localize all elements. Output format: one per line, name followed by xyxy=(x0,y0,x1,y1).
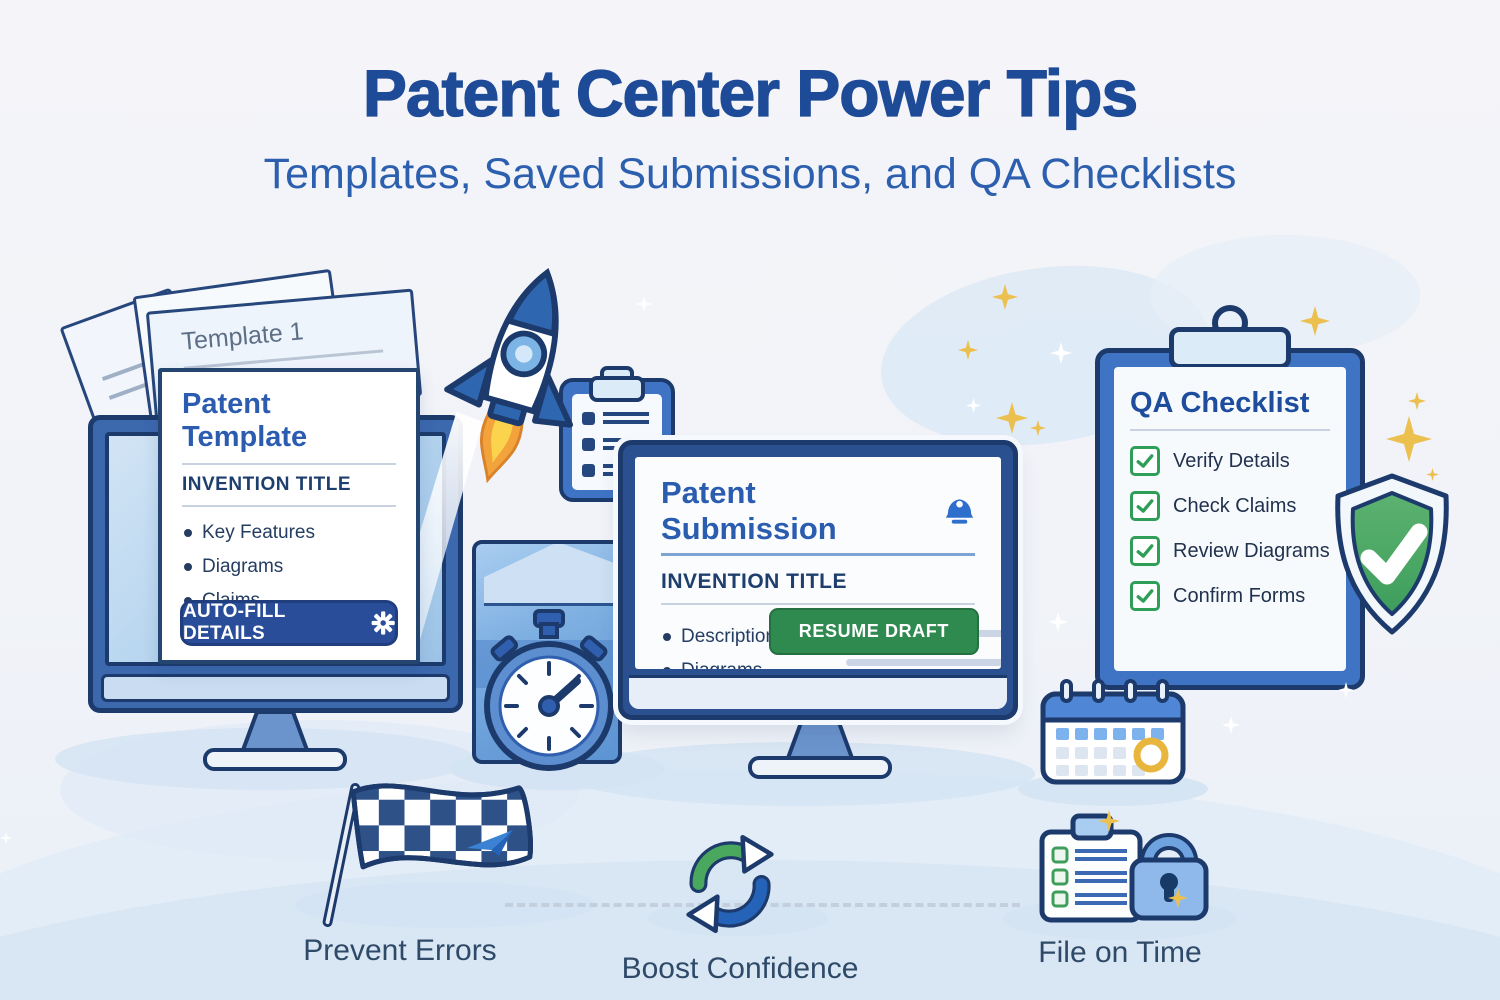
shield-check-icon xyxy=(1335,473,1449,635)
submission-bullet-list: Description Diagrams Claims xyxy=(661,620,846,669)
heading-underline xyxy=(661,553,975,556)
qa-item: Check Claims xyxy=(1130,491,1330,521)
monitor-stand xyxy=(203,710,347,771)
resume-draft-button[interactable]: RESUME DRAFT xyxy=(768,608,979,655)
benefit-label-file-on-time: File on Time xyxy=(1038,936,1202,969)
sparkle-icon xyxy=(1222,716,1240,734)
check-icon xyxy=(1136,544,1154,558)
monitor-chin xyxy=(101,674,450,702)
sparkle-icon xyxy=(1408,392,1426,410)
qa-item-label: Confirm Forms xyxy=(1173,584,1306,607)
benefit-label-boost-confidence: Boost Confidence xyxy=(621,952,859,985)
submission-screen: Patent Submission INVENTION TITLE Descri… xyxy=(635,457,1001,669)
check-icon xyxy=(1136,589,1154,603)
template-card-heading: Patent Template xyxy=(182,388,308,453)
checkbox-checked[interactable] xyxy=(1130,536,1160,566)
checkbox-checked[interactable] xyxy=(1130,446,1160,476)
check-icon xyxy=(1136,454,1154,468)
rocket-icon xyxy=(444,268,574,484)
stopwatch-icon xyxy=(484,609,614,771)
bullet-item: Key Features xyxy=(182,516,396,550)
refresh-arrows-icon xyxy=(686,834,774,934)
page-title: Patent Center Power Tips xyxy=(362,55,1139,130)
qa-item: Review Diagrams xyxy=(1130,536,1330,566)
clipboard-clip xyxy=(1169,327,1291,369)
patent-template-card: Patent Template INVENTION TITLE Key Feat… xyxy=(158,368,420,664)
divider xyxy=(1130,429,1330,431)
qa-item: Verify Details xyxy=(1130,446,1330,476)
auto-fill-details-button[interactable]: AUTO-FILL DETAILS xyxy=(180,600,398,646)
submission-heading: Patent Submission xyxy=(661,475,837,546)
monitor-stand xyxy=(748,718,892,779)
submission-monitor: Patent Submission INVENTION TITLE Descri… xyxy=(618,440,1018,720)
qa-paper: QA Checklist Verify Details Check Claims… xyxy=(1114,367,1346,671)
qa-item: Confirm Forms xyxy=(1130,581,1330,611)
qa-clipboard: QA Checklist Verify Details Check Claims… xyxy=(1095,305,1365,690)
sparkle-icon xyxy=(0,832,12,844)
checklist-lock-icon xyxy=(1039,813,1209,923)
folder-flap xyxy=(484,544,618,606)
monitor-chin xyxy=(629,675,1007,709)
bullet-item: Diagrams xyxy=(661,654,846,669)
paper-dart-icon xyxy=(467,830,513,856)
qa-item-label: Verify Details xyxy=(1173,449,1290,472)
divider xyxy=(182,505,396,507)
checkbox-checked[interactable] xyxy=(1130,491,1160,521)
auto-fill-details-label: AUTO-FILL DETAILS xyxy=(183,601,286,644)
qa-item-label: Check Claims xyxy=(1173,494,1297,517)
page-subtitle: Templates, Saved Submissions, and QA Che… xyxy=(263,150,1237,198)
invention-title-label: INVENTION TITLE xyxy=(182,474,351,495)
sparkle-icon xyxy=(1386,416,1432,462)
checkered-flag-icon xyxy=(322,782,533,928)
bell-icon xyxy=(945,499,974,524)
gear-icon xyxy=(371,611,395,635)
qa-heading: QA Checklist xyxy=(1130,387,1310,419)
sparkle-icon xyxy=(1048,612,1068,632)
benefit-label-prevent-errors: Prevent Errors xyxy=(303,934,497,967)
bullet-item: Diagrams xyxy=(182,550,396,584)
qa-item-label: Review Diagrams xyxy=(1173,539,1330,562)
checkbox-checked[interactable] xyxy=(1130,581,1160,611)
invention-title-label: INVENTION TITLE xyxy=(661,570,847,593)
bullet-item: Description xyxy=(661,620,846,654)
calendar-icon xyxy=(1040,679,1186,785)
divider xyxy=(661,603,975,605)
sparkle-icon xyxy=(636,296,652,312)
check-icon xyxy=(1136,499,1154,513)
divider xyxy=(182,463,396,465)
